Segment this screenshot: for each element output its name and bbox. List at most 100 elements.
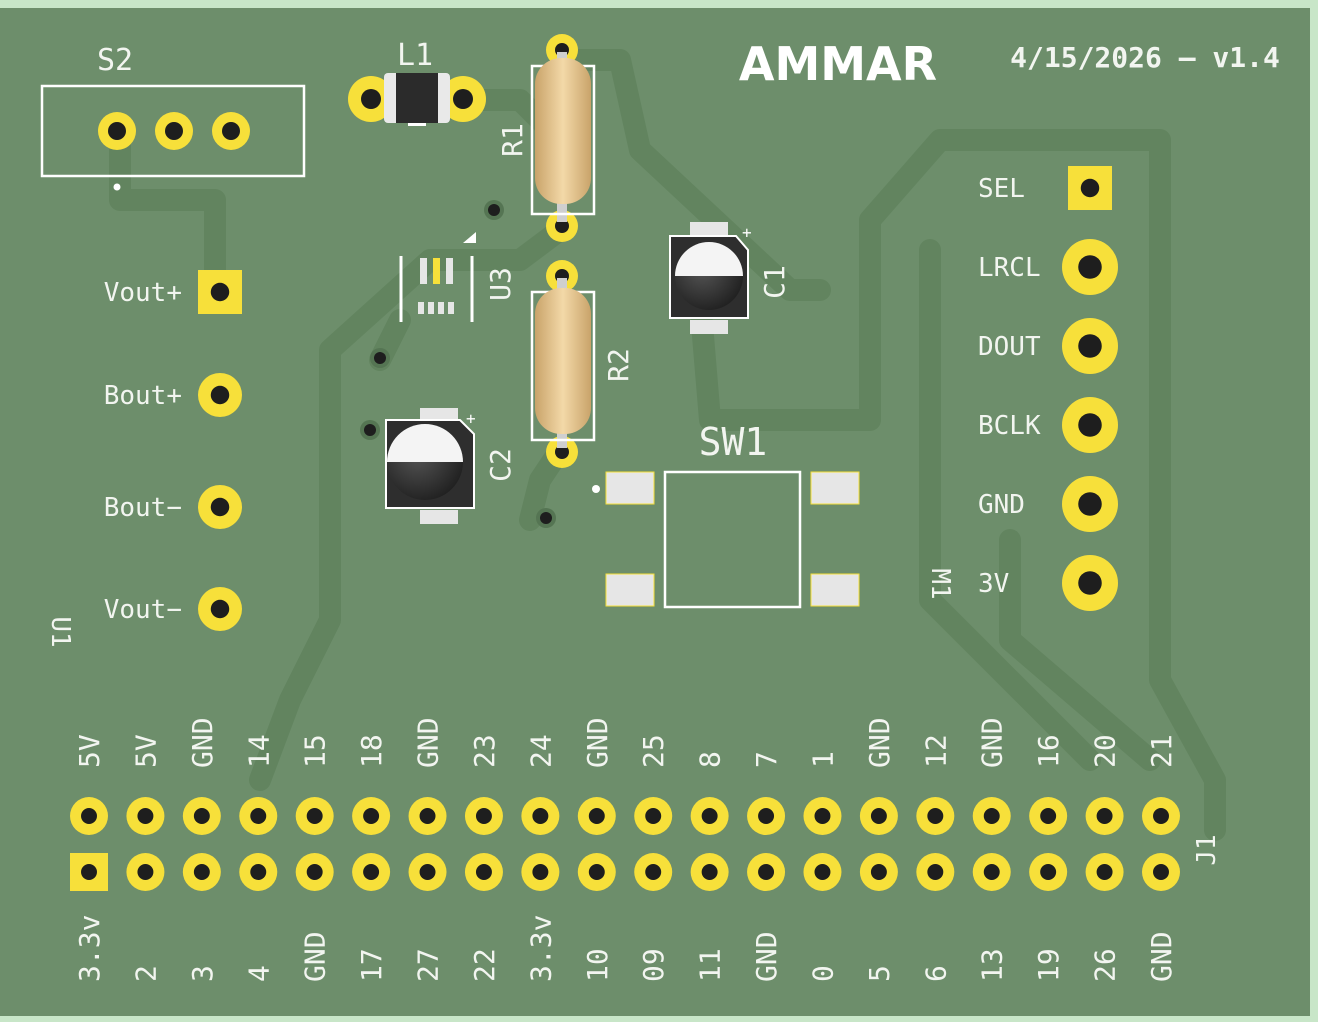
j1-pin-top-8 [464,797,503,835]
r2-resistor [530,260,596,468]
j1-pin-top-4 [239,797,278,835]
j1-pin-bottom-10 [577,853,616,891]
m1-label: M1 [925,568,955,599]
r1-label: R1 [496,123,529,157]
s2-pins [98,112,250,150]
j1-bottom-pin-label: 22 [468,948,501,982]
j1-bottom-pin-label: 11 [694,948,727,982]
j1-bottom-pin-label: 3.3v [524,915,557,982]
j1-top-pin-label: 12 [919,734,952,768]
j1-top-pin-label: 5V [73,734,106,768]
svg-text:+: + [742,223,752,242]
j1-bottom-pin-label: 3.3v [73,915,106,982]
u1-pin-1 [198,270,242,314]
j1-bottom-pin-label: GND [750,931,783,982]
j1-top-pin-label: 1 [806,751,839,768]
j1-pin-bottom-15 [859,853,898,891]
j1-pin-bottom-7 [408,853,447,891]
j1-top-pin-label: 23 [468,734,501,768]
u1-pin-label: Bout− [104,493,182,523]
j1-pin-bottom-6 [352,853,391,891]
l1-label: L1 [397,38,433,73]
s2-outline [40,84,306,178]
j1-pin-bottom-17 [972,853,1011,891]
j1-top-pin-label: GND [186,717,219,768]
j1-pin-bottom-16 [916,853,955,891]
j1-bottom-pin-label: 2 [129,965,162,982]
svg-text:+: + [466,409,476,428]
j1-pin-top-6 [352,797,391,835]
j1-bottom-pin-label: 26 [1089,948,1122,982]
j1-top-pin-label: 7 [750,751,783,768]
m1-pin-label: BCLK [978,411,1041,441]
m1-pin-2 [1062,239,1118,295]
j1-pin-bottom-14 [803,853,842,891]
r2-label: R2 [602,348,635,382]
j1-pin-top-16 [916,797,955,835]
j1-pin-top-20 [1142,797,1180,835]
j1-pin-top-5 [295,797,334,835]
j1-top-pin-label: 8 [694,751,727,768]
m1-pin-3 [1062,318,1118,374]
brand-title: AMMAR [739,37,937,91]
j1-top-pin-label: 18 [355,734,388,768]
m1-pin-label: GND [978,490,1025,520]
j1-bottom-pin-label: 17 [355,948,388,982]
m1-pin-label: 3V [978,569,1009,599]
j1-bottom-pin-label: GND [299,931,332,982]
j1-top-pin-label: 16 [1032,734,1065,768]
j1-bottom-pin-label: 09 [637,948,670,982]
j1-bottom-pin-label: 0 [806,965,839,982]
j1-top-pin-label: GND [976,717,1009,768]
j1-pin-top-18 [1029,797,1068,835]
j1-bottom-pin-label: 4 [242,965,275,982]
j1-pin-bottom-12 [690,853,729,891]
j1-bottom-pin-label: 3 [186,965,219,982]
m1-pin-4 [1062,397,1118,453]
j1-pin-bottom-1 [70,853,108,891]
u1-pin-2 [198,373,242,417]
j1-pin-bottom-19 [1085,853,1124,891]
c1-capacitor: + [669,222,752,334]
j1-pin-top-2 [126,797,165,835]
revision-date: 4/15/2026 – v1.4 [1010,41,1280,74]
u3-chip [399,232,476,322]
j1-top-pin-label: 24 [524,734,557,768]
j1-pin-bottom-18 [1029,853,1068,891]
j1-pin-bottom-11 [634,853,673,891]
m1-pin-label: SEL [978,174,1025,204]
j1-pin-bottom-3 [182,853,221,891]
c2-label: C2 [484,448,517,482]
j1-bottom-pin-label: 10 [581,948,614,982]
u1-pin-header: Vout+Bout+Bout−Vout− [104,270,242,631]
j1-pin-top-15 [859,797,898,835]
j1-top-pin-label: GND [581,717,614,768]
s2-pin1-dot [113,183,121,191]
j1-pin-top-7 [408,797,447,835]
j1-pin-top-3 [182,797,221,835]
j1-pin-top-9 [521,797,560,835]
j1-top-pin-label: 5V [129,734,162,768]
j1-bottom-pin-label: GND [1145,931,1178,982]
s2-label: S2 [97,43,133,78]
j1-bottom-pin-label: 19 [1032,948,1065,982]
j1-pin-bottom-4 [239,853,278,891]
j1-top-pin-label: GND [863,717,896,768]
j1-pin-top-19 [1085,797,1124,835]
j1-pin-top-17 [972,797,1011,835]
j1-pin-bottom-13 [747,853,786,891]
u1-pin-label: Vout+ [104,278,182,308]
c2-capacitor: + [385,408,476,524]
j1-pin-top-12 [690,797,729,835]
sw1-switch [592,470,860,609]
m1-pin-1 [1068,166,1112,210]
j1-top-pin-label: 15 [299,734,332,768]
m1-pin-6 [1062,555,1118,611]
sw1-label: SW1 [699,420,768,464]
j1-bottom-pin-label: 13 [976,948,1009,982]
j1-pin-top-10 [577,797,616,835]
j1-pin-top-13 [747,797,786,835]
m1-pin-label: DOUT [978,332,1041,362]
